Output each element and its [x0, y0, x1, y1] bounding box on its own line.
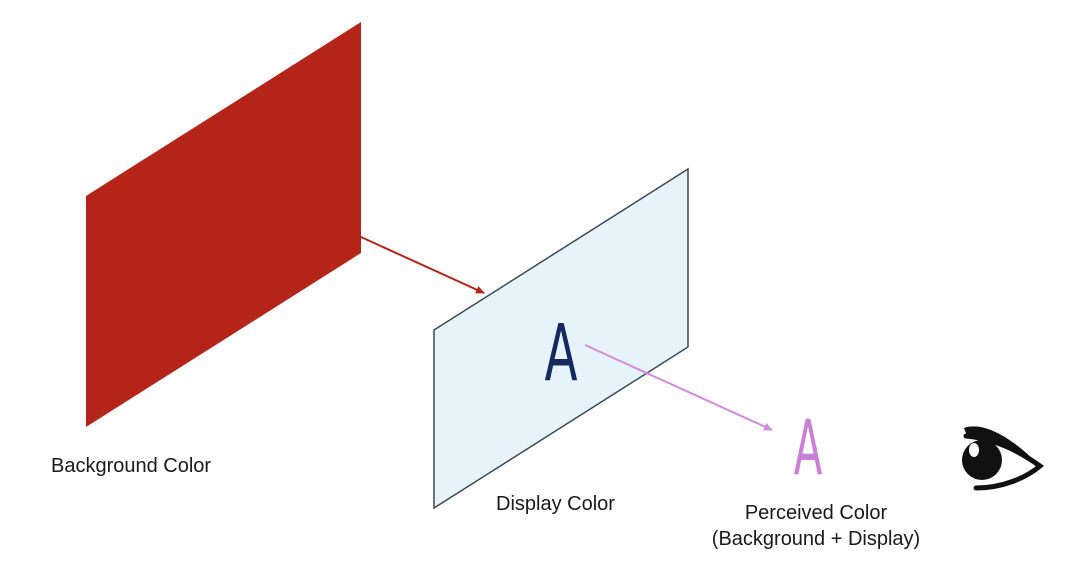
background-color-panel — [86, 22, 361, 427]
perceived-color-label-line1: Perceived Color — [744, 502, 888, 524]
background-color-label: Background Color — [51, 455, 212, 477]
perceived-color-label-line2: (Background + Display) — [711, 528, 921, 550]
display-to-perceived-arrow — [584, 344, 773, 431]
background-to-display-arrow — [305, 211, 485, 294]
display-letter-glyph: A — [544, 309, 577, 399]
eye-icon — [962, 426, 1045, 491]
perceived-letter-glyph: A — [794, 405, 823, 493]
display-color-label: Display Color — [496, 493, 615, 515]
perceived-color-label: Perceived Color (Background + Display) — [688, 500, 944, 552]
display-color-panel — [433, 167, 689, 510]
